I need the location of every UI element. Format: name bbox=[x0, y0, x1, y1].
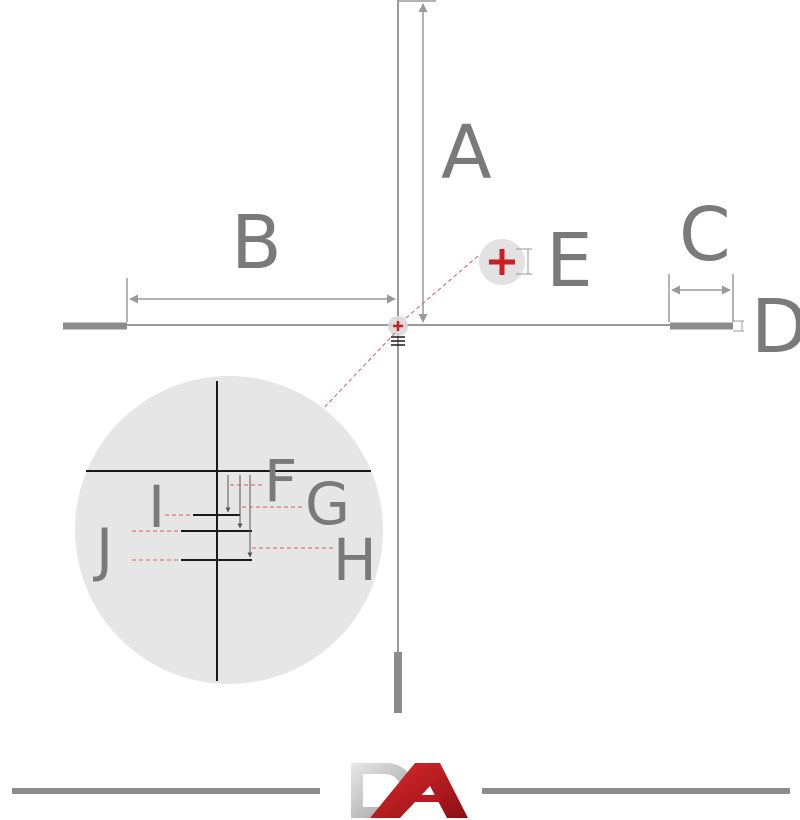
magnifier: F G H I J bbox=[75, 376, 383, 684]
center-dot bbox=[388, 316, 408, 346]
red-cross-icon bbox=[489, 249, 515, 275]
label-c: C bbox=[679, 192, 731, 278]
label-f: F bbox=[264, 447, 297, 515]
label-a: A bbox=[441, 110, 492, 196]
dimension-c: C bbox=[668, 192, 734, 322]
leader-to-magnifier bbox=[319, 332, 396, 413]
label-g: G bbox=[305, 470, 350, 538]
dimension-e: E bbox=[479, 218, 593, 304]
label-d: D bbox=[751, 284, 800, 370]
label-j: J bbox=[93, 516, 113, 584]
label-e: E bbox=[546, 218, 593, 304]
leader-to-e bbox=[405, 255, 479, 319]
label-h: H bbox=[333, 526, 377, 594]
label-b: B bbox=[231, 200, 282, 286]
label-i: I bbox=[148, 473, 165, 541]
dimension-b: B bbox=[126, 200, 396, 322]
logo-da-icon: DA bbox=[351, 763, 468, 818]
footer: DA bbox=[12, 763, 790, 818]
dimension-a: A bbox=[398, 0, 492, 323]
dimension-d: D bbox=[733, 284, 800, 370]
